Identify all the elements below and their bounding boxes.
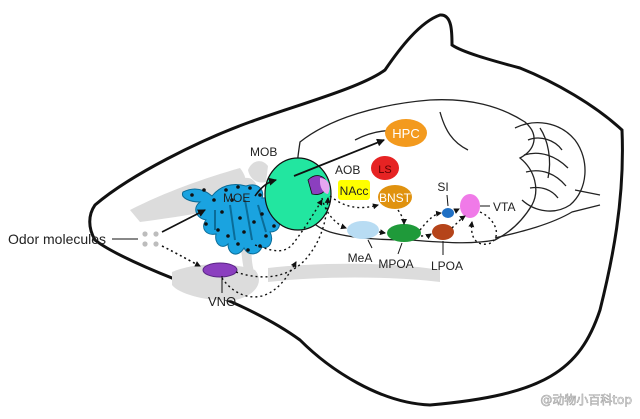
bnst-region — [378, 185, 412, 209]
mea-region — [347, 221, 379, 239]
watermark: @动物小百科top — [540, 393, 632, 408]
hpc-region — [385, 119, 427, 147]
label-mob: MOB — [250, 145, 277, 159]
label-aob: AOB — [335, 163, 360, 177]
odor-molecule-dots — [142, 231, 159, 247]
label-vno: VNO — [208, 294, 236, 309]
diagram-labels: Odor molecules MOE MOB AOB VNO HPC LS NA… — [8, 126, 515, 309]
label-odor-molecules: Odor molecules — [8, 231, 106, 247]
moe-epithelium — [181, 183, 281, 255]
label-ls: LS — [378, 164, 391, 176]
mpoa-region — [387, 224, 421, 242]
label-nacc: NAcc — [340, 184, 369, 198]
label-mea: MeA — [348, 251, 373, 265]
aob-bulb — [307, 175, 330, 195]
label-hpc: HPC — [392, 126, 419, 141]
pathway-arrows — [112, 138, 498, 298]
mob-bulb — [264, 157, 332, 231]
label-bnst: BNST — [379, 191, 412, 205]
vta-region — [460, 194, 480, 218]
label-lpoa: LPOA — [431, 259, 463, 273]
si-region — [442, 208, 454, 218]
label-si: SI — [437, 180, 448, 194]
vno-organ — [202, 262, 238, 278]
ls-region — [371, 156, 399, 180]
watermark-text: @动物小百科top — [540, 393, 632, 407]
label-moe: MOE — [223, 191, 250, 205]
label-mpoa: MPOA — [378, 257, 413, 271]
lpoa-region — [432, 224, 454, 240]
nacc-region — [338, 180, 370, 200]
label-vta: VTA — [493, 200, 515, 214]
